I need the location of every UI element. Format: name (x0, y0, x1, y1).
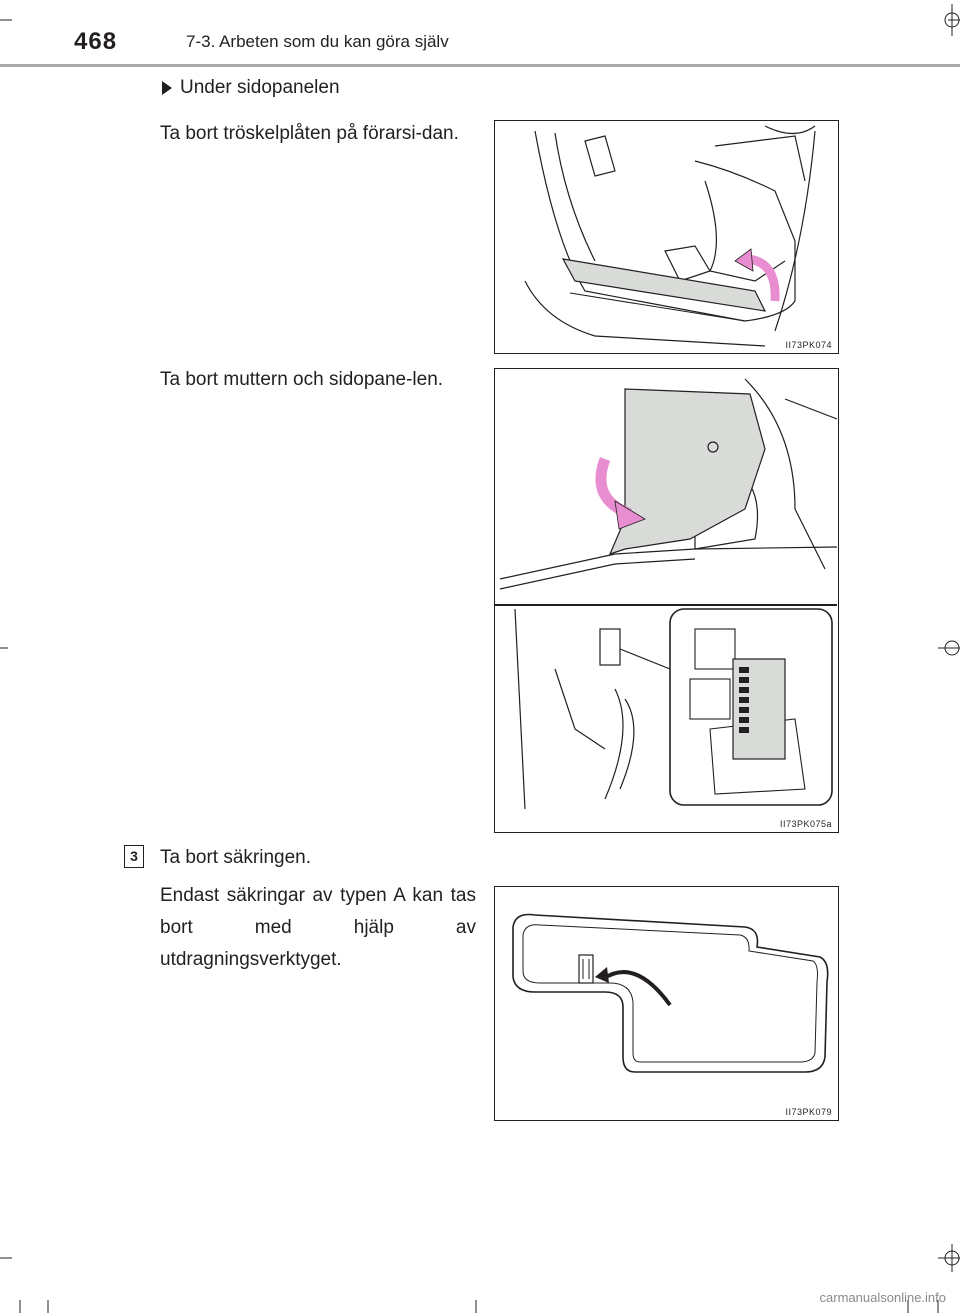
subsection-heading: Under sidopanelen (162, 74, 340, 102)
figure-code: II73PK079 (785, 1107, 832, 1117)
figure-fuse-box-cover: II73PK079 (494, 886, 839, 1121)
page-number: 468 (74, 28, 118, 55)
figure-sill-plate: II73PK074 (494, 120, 839, 354)
figure-side-panel: II73PK075a (494, 368, 839, 833)
step1-text: Ta bort tröskelplåten på förarsi-dan. (160, 123, 459, 144)
header-rule (0, 64, 960, 67)
step-number-badge: 3 (124, 845, 144, 868)
step2-text: Ta bort muttern och sidopane-len. (160, 369, 444, 390)
section-title: 7-3. Arbeten som du kan göra själv (186, 32, 449, 51)
subsection-heading-text: Under sidopanelen (180, 77, 340, 98)
step3-text: Ta bort säkringen. (160, 847, 312, 868)
fuse-box-cover-illustration (512, 913, 829, 1073)
side-panel-illustration (495, 378, 838, 810)
figure-code: II73PK074 (785, 340, 832, 350)
sill-plate-illustration (524, 125, 816, 347)
step3-note: Endast säkringar av typen A kan tas bort… (160, 885, 476, 970)
figure-code: II73PK075a (779, 819, 832, 829)
footer-watermark[interactable]: carmanualsonline.info (819, 1290, 946, 1305)
triangle-right-icon (162, 81, 172, 95)
